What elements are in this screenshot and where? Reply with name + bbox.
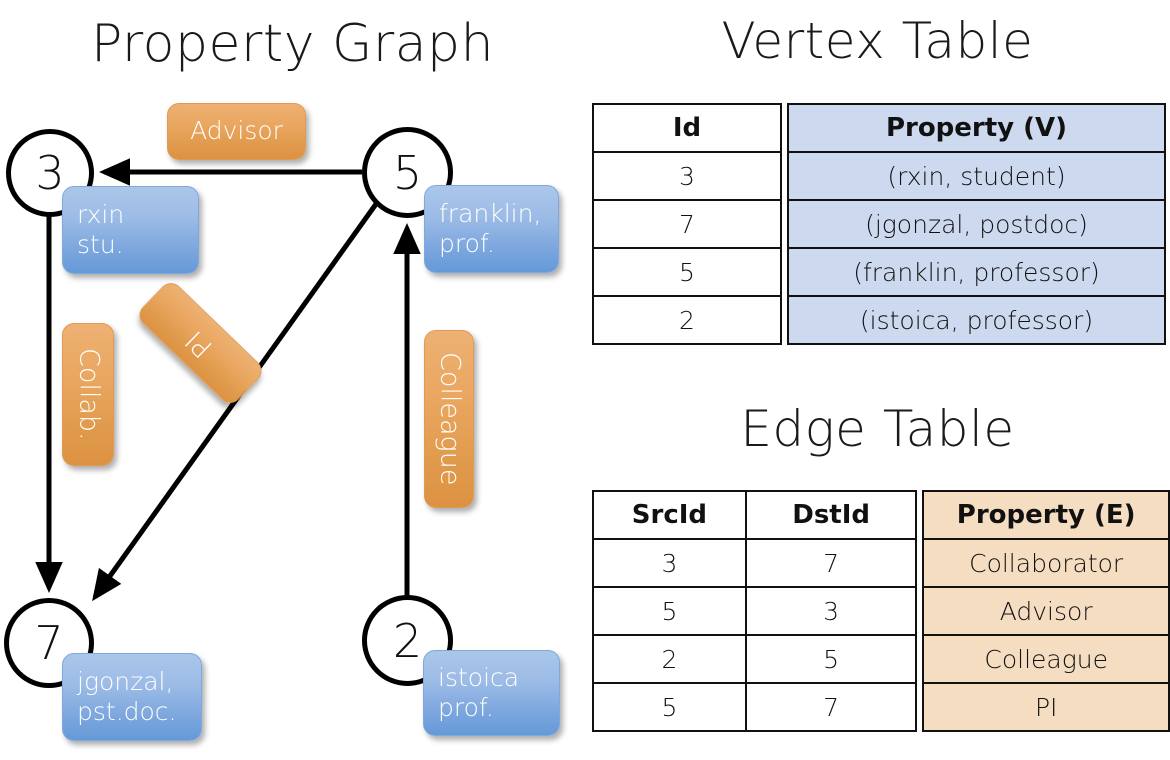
edge-label-box-advisor[interactable]: Advisor bbox=[167, 103, 306, 160]
edge-label-text: PI bbox=[180, 324, 220, 364]
vertex-table: Id Property (V) 3 (rxin, student) 7 (jgo… bbox=[592, 103, 1166, 345]
cell-id: 5 bbox=[592, 247, 782, 297]
table-row[interactable]: 7 (jgonzal, postdoc) bbox=[592, 199, 1166, 249]
vertex-property-box-2[interactable]: istoica prof. bbox=[423, 650, 560, 736]
vertex-property-line-2: stu. bbox=[77, 230, 124, 259]
vertex-property-line-2: prof. bbox=[439, 229, 495, 258]
cell-id: 3 bbox=[592, 151, 782, 201]
vertex-property-box-5[interactable]: franklin, prof. bbox=[424, 185, 559, 273]
table-row[interactable]: 5 7 PI bbox=[592, 682, 1170, 732]
table-row[interactable]: 3 7 Collaborator bbox=[592, 538, 1170, 588]
edge-label-text: Collab. bbox=[73, 348, 105, 441]
cell-srcid: 5 bbox=[592, 586, 747, 636]
vertex-property-line-1: istoica bbox=[438, 662, 520, 692]
column-separator bbox=[781, 296, 788, 344]
property-graph-panel: Property Graph 3 7 5 2 rxin stu. jgonzal… bbox=[4, 14, 560, 741]
cell-property: Advisor bbox=[922, 586, 1170, 636]
cell-id: 7 bbox=[592, 199, 782, 249]
table-row[interactable]: 5 (franklin, professor) bbox=[592, 247, 1166, 297]
column-separator bbox=[781, 248, 788, 296]
edge-label-box-collab[interactable]: Collab. bbox=[62, 323, 114, 466]
table-row[interactable]: 5 3 Advisor bbox=[592, 586, 1170, 636]
column-header-property-v: Property (V) bbox=[787, 103, 1166, 153]
cell-srcid: 2 bbox=[592, 634, 747, 684]
cell-property: PI bbox=[922, 682, 1170, 732]
graph-node-5-label: 5 bbox=[392, 145, 423, 200]
column-separator bbox=[781, 104, 788, 152]
column-separator bbox=[781, 152, 788, 200]
cell-dstid: 7 bbox=[744, 682, 918, 732]
cell-property: (istoica, professor) bbox=[787, 295, 1166, 345]
vertex-property-line-1: jgonzal, bbox=[77, 666, 174, 696]
vertex-property-line-2: prof. bbox=[438, 693, 494, 722]
cell-dstid: 3 bbox=[744, 586, 918, 636]
graph-node-7-label: 7 bbox=[34, 616, 64, 670]
page-title-edge-table: Edge Table bbox=[740, 400, 1015, 458]
tables-panel: Vertex Table Edge Table bbox=[585, 0, 1170, 760]
vertex-property-line-1: rxin bbox=[77, 199, 125, 229]
graph-node-3-label: 3 bbox=[35, 146, 65, 200]
column-header-id: Id bbox=[592, 103, 782, 153]
table-row[interactable]: 3 (rxin, student) bbox=[592, 151, 1166, 201]
cell-id: 2 bbox=[592, 295, 782, 345]
edge-label-text: Colleague bbox=[434, 352, 466, 486]
column-header-dstid: DstId bbox=[744, 490, 918, 540]
edge-label-text: Advisor bbox=[190, 116, 283, 146]
cell-srcid: 5 bbox=[592, 682, 747, 732]
table-header-row: Id Property (V) bbox=[592, 103, 1166, 153]
column-separator bbox=[781, 200, 788, 248]
edge-table: SrcId DstId Property (E) 3 7 Collaborato… bbox=[592, 490, 1170, 732]
column-separator bbox=[916, 635, 924, 683]
graph-node-7[interactable]: 7 bbox=[4, 598, 94, 688]
column-separator bbox=[916, 491, 924, 539]
column-separator bbox=[916, 683, 924, 731]
column-separator bbox=[916, 587, 924, 635]
cell-property: (jgonzal, postdoc) bbox=[787, 199, 1166, 249]
table-row[interactable]: 2 5 Colleague bbox=[592, 634, 1170, 684]
edge-label-box-colleague[interactable]: Colleague bbox=[424, 330, 474, 508]
vertex-property-line-2: pst.doc. bbox=[77, 697, 177, 726]
vertex-property-box-3[interactable]: rxin stu. bbox=[62, 186, 199, 274]
cell-dstid: 7 bbox=[744, 538, 918, 588]
graph-node-2[interactable]: 2 bbox=[362, 595, 453, 686]
cell-srcid: 3 bbox=[592, 538, 747, 588]
cell-dstid: 5 bbox=[744, 634, 918, 684]
vertex-property-box-7[interactable]: jgonzal, pst.doc. bbox=[62, 653, 202, 741]
vertex-property-line-1: franklin, bbox=[439, 198, 542, 228]
page-title-property-graph: Property Graph bbox=[90, 14, 495, 74]
cell-property: (franklin, professor) bbox=[787, 247, 1166, 297]
table-row[interactable]: 2 (istoica, professor) bbox=[592, 295, 1166, 345]
cell-property: Colleague bbox=[922, 634, 1170, 684]
page-title-vertex-table: Vertex Table bbox=[721, 12, 1034, 70]
column-separator bbox=[916, 539, 924, 587]
cell-property: Collaborator bbox=[922, 538, 1170, 588]
column-header-property-e: Property (E) bbox=[922, 490, 1170, 540]
table-header-row: SrcId DstId Property (E) bbox=[592, 490, 1170, 540]
column-header-srcid: SrcId bbox=[592, 490, 747, 540]
graph-node-2-label: 2 bbox=[392, 613, 423, 668]
cell-property: (rxin, student) bbox=[787, 151, 1166, 201]
